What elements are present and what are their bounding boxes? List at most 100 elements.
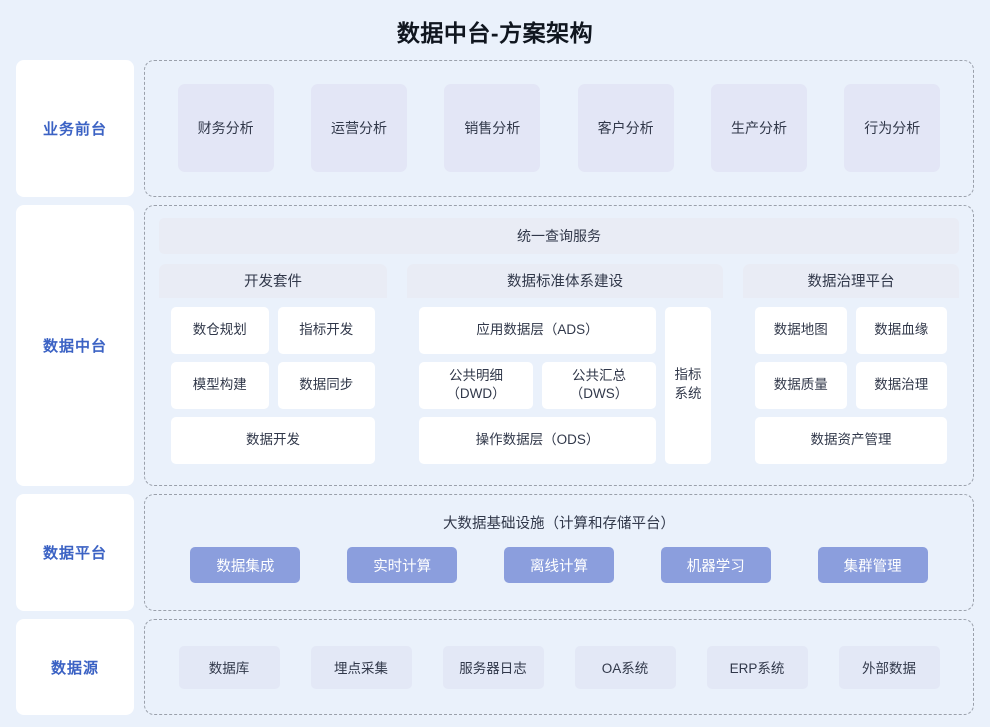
- platform-button-machine-learning[interactable]: 机器学习: [660, 547, 771, 584]
- dev-kit-row-2: 模型构建 数据同步: [171, 361, 375, 409]
- layer-label-column: 业务前台 数据中台 数据平台 数据源: [16, 60, 134, 715]
- cell-label: 数仓规划: [192, 321, 247, 337]
- page-title: 数据中台-方案架构: [396, 20, 594, 46]
- source-chip-external-data[interactable]: 外部数据: [838, 645, 940, 689]
- front-card-label: 财务分析: [197, 120, 254, 137]
- panel-data-standard-system: 数据标准体系建设 应用数据层（ADS） 公共明细: [407, 263, 723, 473]
- front-card-label: 生产分析: [730, 120, 787, 137]
- source-chip-erp-system[interactable]: ERP系统: [706, 645, 808, 689]
- layer-content-column: 财务分析 运营分析 销售分析 客户分析 生产分析 行为分析: [144, 60, 974, 715]
- unified-query-service-label: 统一查询服务: [517, 227, 601, 244]
- data-platform-title: 大数据基础设施（计算和存储平台）: [443, 515, 675, 532]
- data-layer-row-dwd-dws: 公共明细 （DWD） 公共汇总 （DWS）: [419, 361, 656, 409]
- cell-label-line2: （DWD）: [446, 386, 506, 402]
- panel-data-governance-title: 数据治理平台: [743, 263, 959, 298]
- data-platform-buttons: 数据集成 实时计算 离线计算 机器学习 集群管理: [159, 533, 959, 599]
- cell-label: 数据地图: [773, 321, 828, 337]
- sidebar-item-data-source[interactable]: 数据源: [16, 619, 134, 715]
- cell-metric-system[interactable]: 指标 系统: [665, 306, 711, 464]
- cell-label-line2: （DWS）: [569, 386, 629, 402]
- sidebar-item-data-platform[interactable]: 数据平台: [16, 493, 134, 612]
- cell-label: 模型构建: [192, 376, 247, 392]
- cell-data-lineage[interactable]: 数据血缘: [855, 306, 947, 354]
- cell-data-asset-management[interactable]: 数据资产管理: [755, 416, 947, 464]
- cell-label: 操作数据层（ODS）: [475, 432, 600, 447]
- middle-panels-row: 开发套件 数仓规划 指标开发: [159, 263, 959, 473]
- panel-dev-kit: 开发套件 数仓规划 指标开发: [159, 263, 387, 473]
- panel-data-standard-system-body: 应用数据层（ADS） 公共明细 （DWD）: [407, 298, 723, 473]
- cell-label: 数据治理: [874, 376, 929, 392]
- cell-label: 公共汇总 （DWS）: [570, 367, 629, 403]
- panel-title-text: 数据治理平台: [807, 274, 895, 291]
- source-chip-label: ERP系统: [729, 661, 785, 677]
- panel-data-governance: 数据治理平台 数据地图 数据血缘: [743, 263, 959, 473]
- cell-label: 应用数据层（ADS）: [476, 321, 599, 337]
- platform-button-label: 离线计算: [529, 558, 588, 575]
- platform-button-label: 实时计算: [373, 558, 432, 575]
- data-platform-section: 大数据基础设施（计算和存储平台） 数据集成 实时计算 离线计算 机器学习: [144, 493, 974, 612]
- cell-application-data-layer-ads[interactable]: 应用数据层（ADS）: [419, 306, 656, 354]
- front-card-behavior-analysis[interactable]: 行为分析: [844, 84, 941, 173]
- front-card-label: 客户分析: [597, 120, 654, 137]
- front-card-label: 销售分析: [464, 120, 521, 137]
- metric-system-column: 指标 系统: [665, 306, 711, 464]
- cell-data-development[interactable]: 数据开发: [171, 416, 375, 464]
- cell-data-sync[interactable]: 数据同步: [277, 361, 375, 409]
- platform-button-cluster-management[interactable]: 集群管理: [817, 547, 928, 584]
- panel-data-governance-body: 数据地图 数据血缘 数据质量: [743, 298, 959, 473]
- cell-metric-development[interactable]: 指标开发: [277, 306, 375, 354]
- sidebar-item-label: 业务前台: [42, 120, 107, 138]
- panel-title-text: 数据标准体系建设: [507, 274, 623, 291]
- source-chip-oa-system[interactable]: OA系统: [574, 645, 676, 689]
- sidebar-item-business-front[interactable]: 业务前台: [16, 60, 134, 197]
- sidebar-item-data-middle[interactable]: 数据中台: [16, 204, 134, 486]
- front-card-financial-analysis[interactable]: 财务分析: [177, 84, 274, 173]
- cell-common-detail-dwd[interactable]: 公共明细 （DWD）: [419, 361, 533, 409]
- data-layer-stack: 应用数据层（ADS） 公共明细 （DWD）: [419, 306, 656, 464]
- platform-button-label: 集群管理: [843, 558, 902, 575]
- sidebar-item-label: 数据平台: [42, 544, 107, 562]
- dev-kit-row-1: 数仓规划 指标开发: [171, 306, 375, 354]
- front-card-production-analysis[interactable]: 生产分析: [710, 84, 807, 173]
- sidebar-item-label: 数据中台: [42, 337, 107, 355]
- cell-label-line1: 公共汇总: [572, 367, 626, 383]
- cell-model-build[interactable]: 模型构建: [171, 361, 269, 409]
- platform-button-offline-compute[interactable]: 离线计算: [503, 547, 614, 584]
- source-chip-database[interactable]: 数据库: [178, 645, 280, 689]
- platform-button-data-integration[interactable]: 数据集成: [190, 547, 301, 584]
- platform-button-label: 机器学习: [686, 558, 745, 575]
- front-card-sales-analysis[interactable]: 销售分析: [444, 84, 541, 173]
- cell-label: 指标开发: [299, 321, 354, 337]
- unified-query-service-bar[interactable]: 统一查询服务: [159, 217, 959, 254]
- source-chip-label: 服务器日志: [459, 661, 527, 677]
- front-card-label: 行为分析: [864, 120, 921, 137]
- source-chip-server-logs[interactable]: 服务器日志: [442, 645, 544, 689]
- cell-label: 数据血缘: [874, 321, 929, 337]
- governance-row-2: 数据质量 数据治理: [755, 361, 947, 409]
- panel-title-text: 开发套件: [244, 274, 302, 291]
- cell-label-line1: 公共明细: [449, 367, 503, 383]
- source-chip-label: 埋点采集: [334, 661, 388, 677]
- cell-label: 数据质量: [773, 376, 828, 392]
- front-card-label: 运营分析: [330, 120, 387, 137]
- cell-label: 数据资产管理: [810, 432, 892, 447]
- platform-button-realtime-compute[interactable]: 实时计算: [347, 547, 458, 584]
- front-card-customer-analysis[interactable]: 客户分析: [577, 84, 674, 173]
- cell-common-summary-dws[interactable]: 公共汇总 （DWS）: [542, 361, 656, 409]
- cell-warehouse-planning[interactable]: 数仓规划: [171, 306, 269, 354]
- source-chip-label: OA系统: [601, 661, 649, 677]
- source-chip-event-tracking[interactable]: 埋点采集: [310, 645, 412, 689]
- cell-data-quality[interactable]: 数据质量: [755, 361, 847, 409]
- cell-label-line2: 系统: [674, 386, 702, 402]
- cell-data-map[interactable]: 数据地图: [755, 306, 847, 354]
- front-card-operation-analysis[interactable]: 运营分析: [310, 84, 407, 173]
- cell-operational-data-layer-ods[interactable]: 操作数据层（ODS）: [419, 416, 656, 464]
- cell-label: 数据开发: [246, 432, 300, 447]
- sidebar-item-label: 数据源: [50, 659, 99, 677]
- source-chip-label: 外部数据: [862, 661, 916, 677]
- data-source-section: 数据库 埋点采集 服务器日志 OA系统 ERP系统 外部数据: [144, 619, 974, 715]
- business-front-section: 财务分析 运营分析 销售分析 客户分析 生产分析 行为分析: [144, 60, 974, 197]
- cell-label: 公共明细 （DWD）: [446, 367, 505, 403]
- cell-data-governance[interactable]: 数据治理: [855, 361, 947, 409]
